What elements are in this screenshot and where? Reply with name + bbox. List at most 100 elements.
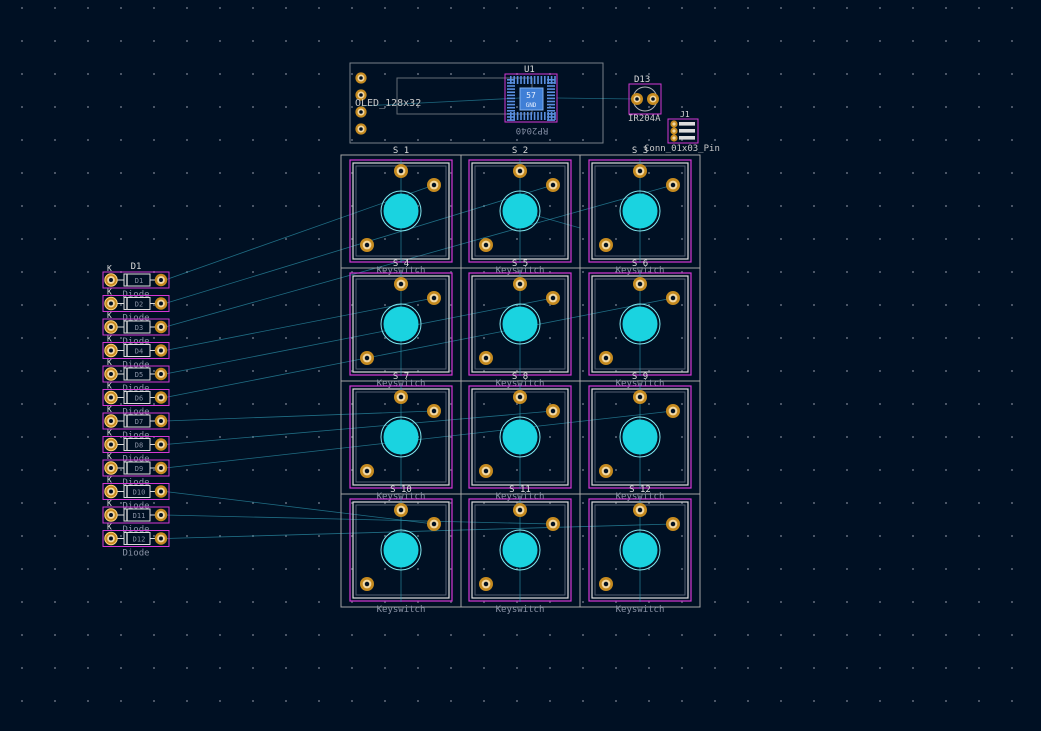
switch-mount-pad[interactable]: [599, 464, 613, 478]
switch-pad-1[interactable]: [633, 503, 647, 517]
oled-pad[interactable]: [355, 89, 367, 101]
mcu-ground-pad[interactable]: [519, 87, 544, 111]
switch-mount-pad[interactable]: [360, 351, 374, 365]
switch-center-hole: [622, 419, 658, 455]
switch-mount-pad[interactable]: [479, 577, 493, 591]
mcu-pins: [507, 76, 556, 121]
diode-cathode-pad[interactable]: [104, 320, 118, 334]
oled-display-footprint[interactable]: OLED_128x32: [349, 62, 604, 144]
oled-pad[interactable]: [355, 106, 367, 118]
switch-pad-2[interactable]: [546, 291, 560, 305]
diode-pin-label: K: [107, 311, 112, 320]
oled-pad[interactable]: [355, 123, 367, 135]
diode-anode-pad[interactable]: [154, 320, 168, 334]
diode-anode-pad[interactable]: [154, 508, 168, 522]
diode-cathode-pad[interactable]: [104, 273, 118, 287]
switch-ref: S_7: [393, 372, 409, 382]
switch-mount-pad[interactable]: [599, 238, 613, 252]
switch-pad-1[interactable]: [633, 390, 647, 404]
switch-pad-2[interactable]: [546, 517, 560, 531]
switch-pad-2[interactable]: [427, 404, 441, 418]
switch-pad-1[interactable]: [394, 277, 408, 291]
ir-led-footprint[interactable]: D13 IR204A: [628, 75, 662, 124]
diode-pin-label: K: [107, 288, 112, 297]
switch-mount-pad[interactable]: [479, 351, 493, 365]
diode-anode-pad[interactable]: [154, 414, 168, 428]
keyswitches: S_1KeyswitchS_2KeyswitchS_3KeyswitchS_4K…: [349, 146, 692, 615]
switch-value: Keyswitch: [496, 379, 545, 389]
switch-pad-2[interactable]: [546, 178, 560, 192]
diode-fab-ref: D8: [135, 442, 143, 450]
diode-anode-pad[interactable]: [154, 532, 168, 545]
switch-ref: S_5: [512, 259, 528, 269]
switch-pad-2[interactable]: [666, 291, 680, 305]
switch-pad-2[interactable]: [427, 517, 441, 531]
diode-pin-label: K: [107, 358, 112, 367]
switch-mount-pad[interactable]: [360, 577, 374, 591]
switch-mount-pad[interactable]: [599, 351, 613, 365]
switch-pad-2[interactable]: [427, 178, 441, 192]
switch-pad-1[interactable]: [633, 164, 647, 178]
diode-anode-pad[interactable]: [154, 297, 168, 310]
diode-cathode-pad[interactable]: [104, 437, 118, 452]
switch-center-hole: [383, 306, 419, 342]
mcu-pin-label: 57: [526, 91, 536, 100]
diode-anode-pad[interactable]: [154, 461, 168, 475]
diode-anode-pad[interactable]: [154, 485, 168, 498]
diode-anode-pad[interactable]: [154, 438, 168, 451]
switch-mount-pad[interactable]: [479, 464, 493, 478]
switch-pad-2[interactable]: [666, 404, 680, 418]
switch-pad-1[interactable]: [394, 390, 408, 404]
diode-anode-pad[interactable]: [154, 367, 168, 381]
switch-mount-pad[interactable]: [479, 238, 493, 252]
oled-pad[interactable]: [355, 72, 367, 84]
diode-cathode-pad[interactable]: [104, 367, 118, 381]
switch-pad-1[interactable]: [513, 503, 527, 517]
switch-pad-1[interactable]: [633, 277, 647, 291]
diode-anode-pad[interactable]: [154, 273, 168, 287]
switch-mount-pad[interactable]: [599, 577, 613, 591]
switch-pad-1[interactable]: [513, 277, 527, 291]
diode-cathode-pad[interactable]: [104, 461, 118, 475]
switch-pad-1[interactable]: [513, 164, 527, 178]
diode-cathode-pad[interactable]: [104, 531, 118, 546]
switch-pad-2[interactable]: [666, 517, 680, 531]
connector-footprint[interactable]: J1 Conn_01x03_Pin: [644, 110, 720, 154]
switch-mount-pad[interactable]: [360, 238, 374, 252]
switch-pad-2[interactable]: [546, 404, 560, 418]
switch-value: Keyswitch: [377, 379, 426, 389]
mcu-footprint[interactable]: U1 57 GND RP2040: [504, 65, 558, 135]
diode-anode-pad[interactable]: [154, 391, 168, 404]
switch-pad-1[interactable]: [394, 164, 408, 178]
diode-fab-ref: D11: [133, 512, 146, 520]
diode-cathode-pad[interactable]: [104, 343, 118, 358]
switch-pad-1[interactable]: [513, 390, 527, 404]
switch-pad-2[interactable]: [666, 178, 680, 192]
switch-pad-1[interactable]: [394, 503, 408, 517]
diode-cathode-pad[interactable]: [104, 390, 118, 405]
switch-mount-pad[interactable]: [360, 464, 374, 478]
diode-anode-pad[interactable]: [154, 344, 168, 357]
diode-cathode-pad[interactable]: [104, 296, 118, 311]
diode-cathode-pad[interactable]: [104, 484, 118, 499]
diode-cathode-pad[interactable]: [104, 508, 118, 522]
diode-cathode-pad[interactable]: [104, 414, 118, 428]
switch-pad-2[interactable]: [427, 291, 441, 305]
mcu-pin-net: GND: [526, 102, 537, 109]
diode-pin-label: K: [107, 476, 112, 485]
